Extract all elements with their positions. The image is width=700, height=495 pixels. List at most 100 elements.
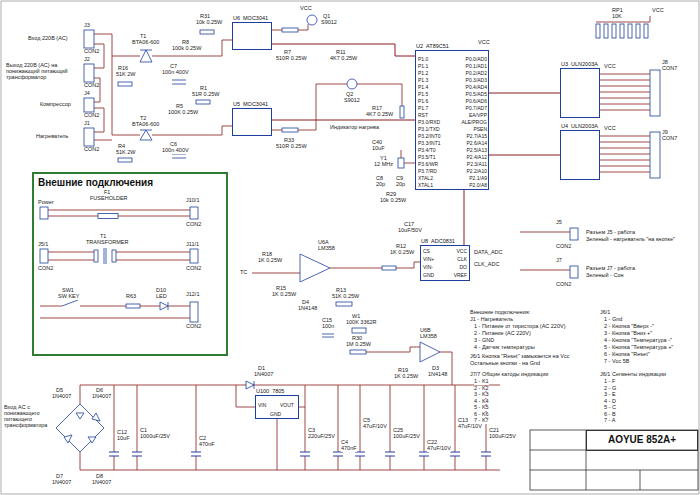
wire — [40, 306, 190, 318]
part-label: 47uF/10V — [363, 424, 387, 430]
part-label: J8 — [662, 60, 668, 66]
part-label: CON2 — [84, 83, 99, 89]
part-label: Компрессор — [40, 102, 71, 108]
node-text-holder: U3ULN2003A — [561, 62, 598, 70]
part-label: BTA06-600 — [132, 122, 159, 128]
wire-connector — [272, 120, 415, 121]
component-symbol — [190, 249, 198, 263]
part-label: CS — [423, 249, 430, 254]
wire — [600, 74, 650, 110]
part-label: R17 — [372, 106, 382, 112]
part-label: 10uF — [117, 436, 130, 442]
part-label: 6 - B — [604, 412, 616, 418]
part-label: T1 — [100, 234, 106, 240]
part-label: Q2 — [346, 92, 353, 98]
part-label: P0.0/AD0 — [466, 57, 487, 62]
part-label: 2 - G — [604, 386, 616, 392]
part-label: CON2 — [556, 244, 571, 250]
part-label: 100n 400V — [162, 148, 189, 154]
part-label: 4K7 0.25W — [366, 112, 393, 118]
component-symbol — [282, 28, 298, 32]
component-symbol — [84, 98, 94, 112]
component-symbol — [140, 130, 152, 140]
part-label: 1N4007 — [254, 372, 273, 378]
part-label: P1.0 — [418, 57, 428, 62]
part-label: R29 — [386, 192, 396, 198]
part-label: 7 - A — [604, 418, 615, 424]
wire — [94, 108, 104, 132]
part-label: 51R 0.25W — [192, 92, 220, 98]
part-label: CON2 — [38, 266, 53, 272]
node-text-holder: U4ULN2003A — [561, 124, 598, 132]
part-label: CON7 — [662, 66, 677, 72]
part-label: P3.6/WR — [418, 162, 438, 167]
part-label: P3.2/INT0 — [418, 134, 441, 139]
component-symbol — [246, 381, 254, 389]
part-label: 1N4007 — [52, 394, 71, 400]
component-symbol — [200, 30, 214, 34]
component-symbol — [350, 350, 366, 354]
component-symbol — [118, 82, 132, 86]
part-label: 470nF — [341, 446, 357, 452]
part-label: ALE/PROG — [461, 120, 487, 125]
part-label: R18 — [262, 252, 272, 258]
component-symbol — [104, 248, 106, 264]
component-symbol — [190, 302, 198, 322]
part-label: VOUT — [280, 403, 294, 408]
part-label: LM358 — [318, 246, 335, 252]
part-label: RP1 — [612, 8, 623, 14]
part-label: 47uF/10V — [458, 424, 482, 430]
wire — [330, 262, 420, 268]
part-label: J5 — [556, 220, 562, 226]
part-label: R12 — [396, 244, 406, 250]
wire — [114, 385, 486, 470]
part-label: F1 — [104, 190, 110, 196]
part-label: C13 — [458, 418, 468, 424]
component-symbol — [98, 214, 118, 219]
wire — [236, 385, 305, 470]
component-symbol — [400, 106, 404, 118]
part-name: U100 — [256, 389, 269, 395]
part-label: D3 — [432, 366, 439, 372]
part-label: J6/1 Сегменты индикации — [600, 372, 666, 378]
part-label: P1.5 — [418, 92, 428, 97]
part-label: 10uF — [372, 146, 385, 152]
part-label: 1N4007 — [52, 480, 71, 486]
part-label: U6B — [420, 328, 431, 334]
component-symbol — [84, 128, 94, 146]
part-label: 51K 2W — [116, 150, 136, 156]
part-label: D5 — [56, 388, 63, 394]
component-symbol — [650, 70, 660, 116]
part-label: R19 — [398, 368, 408, 374]
component-symbol — [109, 452, 491, 456]
wire-connector — [489, 93, 560, 94]
part-label: P3.0/RXD — [418, 120, 440, 125]
part-label: Вход 220В (AC) — [28, 36, 68, 42]
part-label: 4 - Кнопка "Температура -" — [604, 338, 672, 344]
part-label: D6 — [96, 388, 103, 394]
part-label: R4 — [118, 144, 125, 150]
wire — [152, 40, 232, 56]
wire — [94, 78, 100, 102]
part-label: VREF — [454, 273, 467, 278]
node-text-holder: AOYUE 852A+ — [587, 431, 697, 448]
part-label: VCC — [652, 8, 664, 14]
part-label: 20p — [396, 182, 405, 188]
part-label: TC — [240, 270, 247, 276]
part-label: P0.1/AD1 — [466, 64, 487, 69]
part-label: 2 - Кнопка "Вверх -" — [604, 324, 654, 330]
part-label: P3.4/T0 — [418, 148, 436, 153]
part-label: P1.7 — [418, 106, 428, 111]
part-label: CON2 — [186, 266, 201, 272]
part-label: R63 — [126, 294, 136, 300]
part-label: P0.3/AD3 — [466, 78, 487, 83]
wire-connector — [272, 44, 415, 56]
part-type: ADC0831 — [431, 239, 455, 245]
part-label: 100K 0.25W — [168, 110, 198, 116]
component-symbol — [336, 302, 352, 306]
wire — [80, 452, 500, 470]
part-label: 10K — [612, 14, 622, 20]
title-block-grid — [530, 430, 698, 490]
wire — [94, 44, 104, 68]
